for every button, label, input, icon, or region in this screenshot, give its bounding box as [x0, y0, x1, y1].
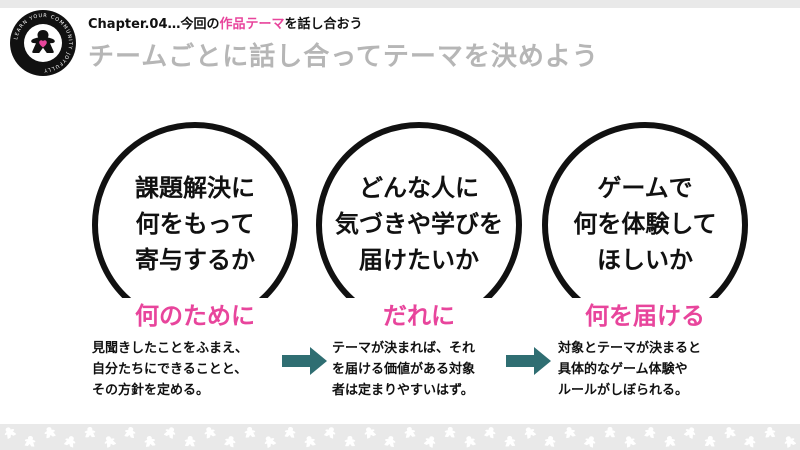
chapter-highlight: 作品テーマ [219, 17, 285, 32]
description-line: テーマが決まれば、それ [332, 341, 476, 356]
pattern-meeple-icon [784, 436, 797, 448]
circle-line: 届けたいか [359, 246, 479, 274]
pattern-meeple-icon [144, 436, 156, 447]
block-description: テーマが決まれば、それ を届ける価値がある対象 者は定まりやすいはず。 [332, 338, 572, 401]
description-line: を届ける価値がある対象 [332, 362, 476, 377]
circle-line: 寄与するか [135, 246, 255, 274]
pattern-meeple-icon [644, 427, 656, 439]
circle-question: ゲームで 何を体験して ほしいか [540, 170, 750, 278]
keyword-text: 何を届ける [575, 302, 715, 330]
pattern-meeple-icon [423, 436, 436, 448]
pattern-meeple-icon [184, 436, 196, 447]
chapter-subtitle: Chapter.04…今回の作品テーマを話し合おう [88, 13, 363, 32]
pattern-meeple-icon [504, 436, 516, 447]
chapter-suffix: を話し合おう [284, 17, 363, 32]
pattern-meeple-icon [464, 436, 476, 448]
pattern-meeple-icon [404, 427, 416, 438]
bottom-pattern-band [0, 424, 800, 450]
pattern-meeple-icon [384, 436, 396, 448]
block-description: 対象とテーマが決まると 具体的なゲーム体験や ルールがしぼられる。 [558, 338, 798, 401]
pattern-meeple-icon [4, 427, 17, 439]
circle-experience: ゲームで 何を体験して ほしいか [540, 120, 750, 330]
pattern-meeple-icon [364, 427, 376, 439]
keyword-label: だれに [306, 298, 532, 334]
top-pattern-band [0, 0, 800, 8]
pattern-meeple-icon [244, 427, 256, 438]
pattern-meeple-icon [544, 436, 556, 447]
pattern-meeple-icon [724, 427, 736, 439]
pattern-meeple-icon [124, 427, 136, 439]
keyword-text: 何のために [125, 302, 265, 330]
circle-line: 気づきや学びを [335, 210, 503, 238]
description-line: その方針を定める。 [92, 383, 210, 398]
circle-question: どんな人に 気づきや学びを 届けたいか [314, 170, 524, 278]
pattern-meeple-icon [264, 436, 277, 448]
circle-purpose: 課題解決に 何をもって 寄与するか [90, 120, 300, 330]
circle-line: どんな人に [359, 174, 479, 202]
chapter-prefix: Chapter.04…今回の [88, 17, 220, 32]
pattern-meeple-icon [64, 436, 76, 448]
block-description: 見聞きしたことをふまえ、 自分たちにできることと、 その方針を定める。 [92, 338, 332, 401]
circle-line: ゲームで [597, 174, 693, 202]
keyword-label: 何を届ける [532, 298, 758, 334]
circle-audience: どんな人に 気づきや学びを 届けたいか [314, 120, 524, 330]
pattern-meeple-icon [204, 427, 216, 439]
block-purpose: 課題解決に 何をもって 寄与するか 何のために 見聞きしたことをふまえ、 自分た… [82, 120, 312, 410]
pattern-meeple-icon [764, 427, 776, 438]
circle-question: 課題解決に 何をもって 寄与するか [90, 170, 300, 278]
pattern-meeple-icon [304, 436, 316, 448]
pattern-meeple-icon [564, 427, 576, 439]
description-line: 自分たちにできることと、 [92, 362, 248, 377]
block-audience: どんな人に 気づきや学びを 届けたいか だれに テーマが決まれば、それ を届ける… [306, 120, 536, 410]
meeple-heart-icon: LEARN YOUR COMMUNITY JOYFULLY [13, 13, 72, 73]
keyword-label: 何のために [82, 298, 308, 334]
circle-line: 課題解決に [135, 174, 255, 202]
meeple-pattern [4, 427, 797, 448]
circle-line: 何をもって [135, 210, 255, 238]
pattern-meeple-icon [444, 427, 456, 438]
pattern-meeple-icon [344, 436, 356, 447]
description-line: 者は定まりやすいはず。 [332, 383, 474, 398]
description-line: 具体的なゲーム体験や [558, 362, 688, 377]
pattern-meeple-icon [683, 427, 696, 439]
arrow-right-icon [506, 347, 551, 375]
pattern-meeple-icon [624, 436, 636, 448]
pattern-meeple-icon [664, 436, 676, 447]
pattern-meeple-icon [84, 427, 96, 438]
pattern-meeple-icon [284, 427, 296, 438]
pattern-meeple-icon [704, 436, 716, 447]
pattern-meeple-icon [744, 436, 756, 448]
circle-line: ほしいか [597, 246, 693, 274]
page-title: チームごとに話し合ってテーマを決めよう [88, 42, 599, 72]
pattern-meeple-icon [24, 436, 36, 447]
pattern-meeple-icon [104, 436, 117, 448]
description-line: 対象とテーマが決まると [558, 341, 702, 356]
circle-line: 何を体験して [573, 210, 717, 238]
pattern-meeple-icon [163, 427, 176, 439]
description-line: 見聞きしたことをふまえ、 [92, 341, 249, 356]
pattern-meeple-icon [584, 436, 596, 448]
pattern-meeple-icon [524, 427, 537, 439]
description-line: ルールがしぼられる。 [558, 383, 689, 398]
pattern-meeple-icon [484, 427, 496, 439]
pattern-meeple-icon [224, 436, 236, 448]
pattern-meeple-icon [44, 427, 56, 439]
pattern-meeple-icon [324, 427, 336, 439]
arrow-right-icon [282, 347, 327, 375]
block-experience: ゲームで 何を体験して ほしいか 何を届ける 対象とテーマが決まると 具体的なゲ… [532, 120, 762, 410]
keyword-text: だれに [373, 302, 465, 330]
pattern-meeple-icon [604, 427, 616, 438]
community-logo: LEARN YOUR COMMUNITY JOYFULLY [10, 10, 76, 76]
